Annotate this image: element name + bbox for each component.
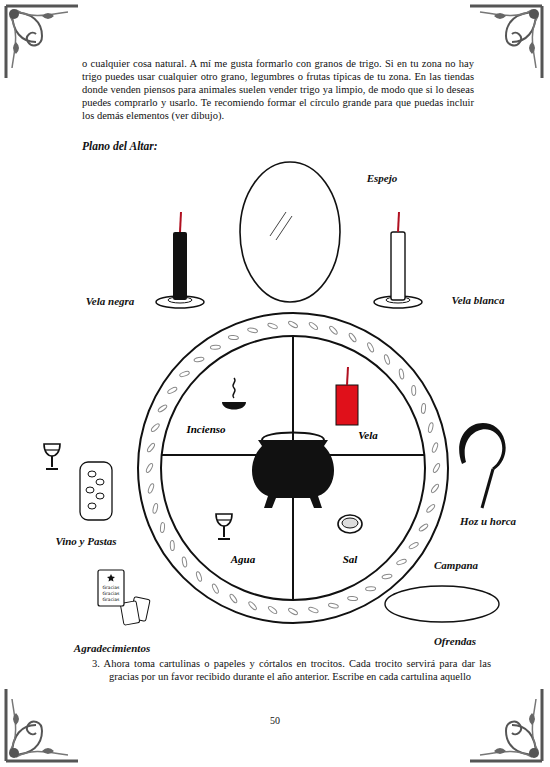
quadrant-label: Vela: [355, 429, 381, 441]
altar-quadrant: Sal: [340, 553, 361, 569]
item-label: Hoz u horca: [460, 515, 516, 527]
altar-quadrant: Vela: [355, 429, 381, 445]
item-label: Campana: [434, 559, 478, 571]
item-label: Vela blanca: [452, 294, 505, 306]
card-text: Gracias: [103, 585, 120, 590]
quadrant-label: Agua: [228, 553, 259, 565]
item-label: Vino y Pastas: [55, 535, 116, 547]
item-label: Espejo: [367, 172, 398, 184]
item-label: Vela negra: [86, 295, 135, 307]
diagram-title: Plano del Altar:: [82, 140, 158, 152]
altar-quadrant: Incienso: [183, 423, 229, 439]
altar-quadrant: Agua: [228, 553, 259, 569]
page-number: 50: [270, 715, 280, 726]
body-paragraph: 3. Ahora toma cartulinas o papeles y cór…: [92, 657, 491, 683]
item-label: Ofrendas: [434, 635, 476, 647]
quadrant-label: Sal: [340, 553, 361, 565]
card-text: Gracias: [103, 597, 120, 602]
body-paragraph: o cualquier cosa natural. A mí me gusta …: [82, 57, 474, 122]
quadrant-label: Incienso: [183, 423, 229, 435]
card-text: Gracias: [103, 591, 120, 596]
item-label: Agradecimientos: [74, 642, 150, 654]
